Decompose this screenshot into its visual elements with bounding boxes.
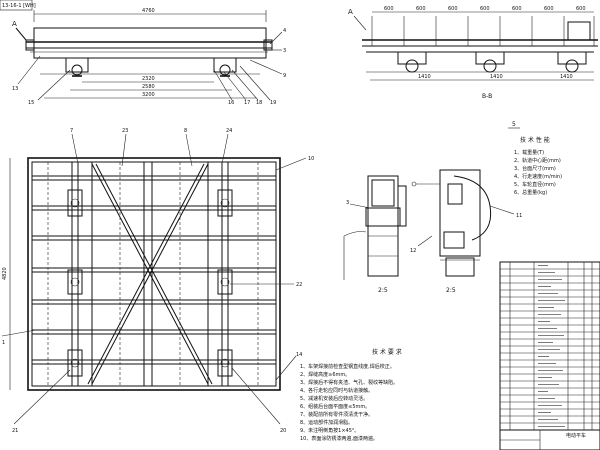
bottom-dim-1: 1410 (418, 74, 431, 80)
callout-16: 16 (228, 100, 234, 106)
top-dim-1: 600 (384, 6, 394, 12)
detail-2-label: 2:5 (446, 287, 456, 294)
plan-callout-21: 21 (12, 428, 18, 434)
dim-inner-2: 2580 (142, 84, 155, 90)
drawing-tag: 13-16-1 [WH] (0, 0, 36, 11)
callout-13: 13 (12, 86, 18, 92)
plan-callout-10: 10 (308, 156, 314, 162)
bottom-dim-2: 1410 (490, 74, 503, 80)
top-dim-2: 600 (416, 6, 426, 12)
callout-17: 17 (244, 100, 250, 106)
plan-callout-22: 22 (296, 282, 302, 288)
tech-param-2: 2、轨道中心距(mm) (514, 157, 561, 164)
plan-callout-20: 20 (280, 428, 286, 434)
section-view-bb: A 600 600 600 600 600 600 600 (348, 6, 598, 100)
plan-callout-8: 8 (184, 128, 187, 134)
tech-req-5: 5、减速机安装后应转动灵活。 (300, 395, 368, 402)
section-label-bb: B-B (482, 93, 492, 100)
tech-req-8: 8、运动部件加润滑脂。 (300, 419, 353, 426)
parts-list-table: 电动平车 (499, 261, 600, 450)
tech-req-6: 6、组装后台面平面度≤5mm。 (300, 403, 370, 410)
top-dim-7: 600 (576, 6, 586, 12)
callout-4: 4 (283, 28, 286, 34)
plan-callout-24: 24 (226, 128, 232, 134)
side-elevation-view: 4760 2320 2580 3200 4 3 9 13 15 (12, 8, 286, 106)
tech-param-6: 6、总重量(kg) (514, 189, 547, 196)
callout-19: 19 (270, 100, 276, 106)
technical-requirements: 技 术 要 求 1、车架焊接前检查型钢直线度,焊后校正。 2、焊缝高度≥6mm。… (300, 348, 402, 442)
arrow-label-a-left: A (12, 20, 17, 28)
plan-view: 4820 7 23 8 24 10 22 1 21 20 14 (1, 128, 314, 434)
arrow-label-a-right: A (348, 8, 353, 16)
dim-inner-1: 2320 (142, 76, 155, 82)
callout-9: 9 (283, 73, 286, 79)
tech-req-10: 10、表面涂防锈漆两遍,面漆两遍。 (300, 435, 378, 442)
technical-parameters: 5 技 术 性 能 1、载重量(T) 2、轨道中心距(mm) 3、台面尺寸(mm… (508, 121, 562, 196)
tech-reqs-title: 技 术 要 求 (372, 348, 402, 356)
callout-15: 15 (28, 100, 34, 106)
plan-callout-14: 14 (296, 352, 302, 358)
tech-param-4: 4、行走速度(m/min) (514, 173, 562, 180)
tech-params-title: 技 术 性 能 (520, 136, 550, 144)
tech-req-9: 9、未注明倒角按1×45°。 (300, 427, 359, 434)
tech-param-1: 1、载重量(T) (514, 149, 544, 156)
tech-param-5: 5、车轮直径(mm) (514, 181, 556, 188)
detail-views: 2:5 3 2:5 11 12 (343, 169, 522, 294)
tech-req-3: 3、焊接后不得有夹渣、气孔、裂纹等缺陷。 (300, 379, 398, 386)
callout-3: 3 (283, 48, 286, 54)
dim-inner-3: 3200 (142, 92, 155, 98)
detail-callout-3: 3 (346, 200, 349, 206)
tech-req-2: 2、焊缝高度≥6mm。 (300, 371, 350, 378)
tech-req-4: 4、各行走轮应同时与轨道接触。 (300, 387, 373, 394)
tech-req-1: 1、车架焊接前检查型钢直线度,焊后校正。 (300, 363, 395, 370)
bottom-dim-3: 1410 (560, 74, 573, 80)
plan-callout-7: 7 (70, 128, 73, 134)
dim-total: 4760 (142, 8, 155, 14)
drawing-tag-text: 13-16-1 [WH] (2, 3, 36, 9)
tech-params-marker: 5 (512, 121, 516, 128)
top-dim-3: 600 (448, 6, 458, 12)
detail-1-label: 2:5 (378, 287, 388, 294)
top-dim-4: 600 (480, 6, 490, 12)
top-dim-6: 600 (544, 6, 554, 12)
plan-callout-23: 23 (122, 128, 128, 134)
callout-18: 18 (256, 100, 262, 106)
tech-param-3: 3、台面尺寸(mm) (514, 165, 556, 172)
tech-req-7: 7、装配前所有零件须清洗干净。 (300, 411, 373, 418)
detail-callout-11: 11 (516, 213, 522, 219)
plan-callout-1: 1 (2, 340, 5, 346)
top-dim-5: 600 (512, 6, 522, 12)
title-block-label: 电动平车 (566, 432, 586, 439)
plan-side-dim: 4820 (2, 267, 8, 280)
detail-callout-12: 12 (410, 248, 416, 254)
